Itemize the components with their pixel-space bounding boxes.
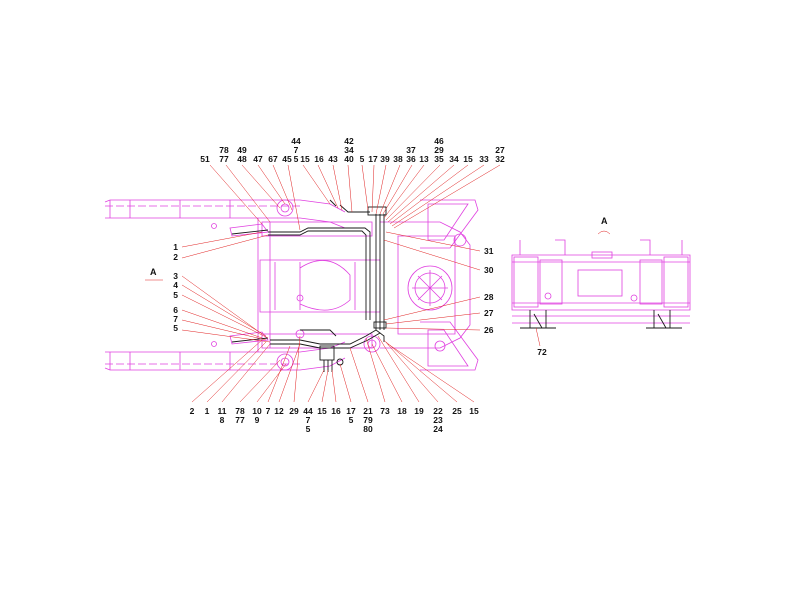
callout-label: 44 [303,406,313,416]
callout-label: 67 [268,154,278,164]
callout-label: 2 [190,406,195,416]
callout-label: 1 [173,242,178,252]
callout-label: 7 [173,314,178,324]
callout-label: 36 [406,154,416,164]
callout-label: 11 [218,406,227,416]
callout-label: 34 [344,145,354,155]
callout-label: 51 [200,154,210,164]
callout-label: 5 [173,323,178,333]
callout-label: 5 [306,424,311,434]
callout-label: 30 [484,265,494,275]
callout-label: 80 [363,424,373,434]
callout-label: 49 [237,145,247,155]
callout-label: 3 [173,271,178,281]
callout-label: 1 [205,406,210,416]
callout-label: 15 [300,154,310,164]
callout-label: 35 [434,154,444,164]
callout-label: 25 [452,406,462,416]
callout-label: 21 [363,406,373,416]
view-label-main: A [150,267,157,277]
callout-label: 17 [368,154,378,164]
callout-label: 12 [274,406,284,416]
callout-label: 42 [344,136,354,146]
callout-label: 16 [314,154,324,164]
callout-label: 19 [414,406,424,416]
callout-label: 10 [252,406,262,416]
callout-label: 37 [406,145,416,155]
callout-label: 27 [484,308,494,318]
hydraulic-lines [231,199,387,372]
callout-label: 2 [173,252,178,262]
callout-label: 29 [434,145,444,155]
callout-label: 79 [363,415,373,425]
callout-label: 78 [219,145,229,155]
callout-label: 48 [237,154,247,164]
callout-label: 38 [393,154,403,164]
callout-label: 5 [360,154,365,164]
callout-label: 5 [173,290,178,300]
callout-label: 73 [380,406,390,416]
callout-label: 29 [289,406,299,416]
callout-label: 5 [349,415,354,425]
callout-label: 5 [294,154,299,164]
callout-label: 40 [344,154,354,164]
callout-label: 15 [463,154,473,164]
callout-label: 4 [173,280,178,290]
leader-lines [181,164,501,403]
callout-label: 72 [537,347,547,357]
callout-label: 24 [433,424,443,434]
side-view-a [145,230,691,347]
callout-label: 9 [255,415,260,425]
callout-label: 15 [469,406,479,416]
view-labels: A A [150,216,608,277]
callout-label: 16 [331,406,341,416]
callout-label: 78 [235,406,245,416]
callout-label: 44 [291,136,301,146]
callout-label: 27 [495,145,505,155]
callout-label: 6 [173,305,178,315]
callout-label: 33 [479,154,489,164]
callout-label: 8 [220,415,225,425]
callout-label: 34 [449,154,459,164]
callout-label: 7 [294,145,299,155]
callout-label: 28 [484,292,494,302]
callout-label: 43 [328,154,338,164]
callout-label: 7 [266,406,271,416]
callout-label: 15 [317,406,327,416]
callout-label: 7 [306,415,311,425]
callout-label: 26 [484,325,494,335]
callout-label: 31 [484,246,494,256]
callout-label: 18 [397,406,407,416]
callout-label: 46 [434,136,444,146]
callout-label: 13 [419,154,429,164]
callout-label: 23 [433,415,443,425]
callout-label: 77 [235,415,245,425]
callout-label: 39 [380,154,390,164]
callout-label: 17 [346,406,356,416]
callout-label: 47 [253,154,263,164]
callout-label: 45 [282,154,292,164]
callout-label: 22 [433,406,443,416]
frame-plan-view [104,199,479,371]
callout-label: 32 [495,154,505,164]
view-label-side: A [601,216,608,226]
callout-label: 77 [219,154,229,164]
